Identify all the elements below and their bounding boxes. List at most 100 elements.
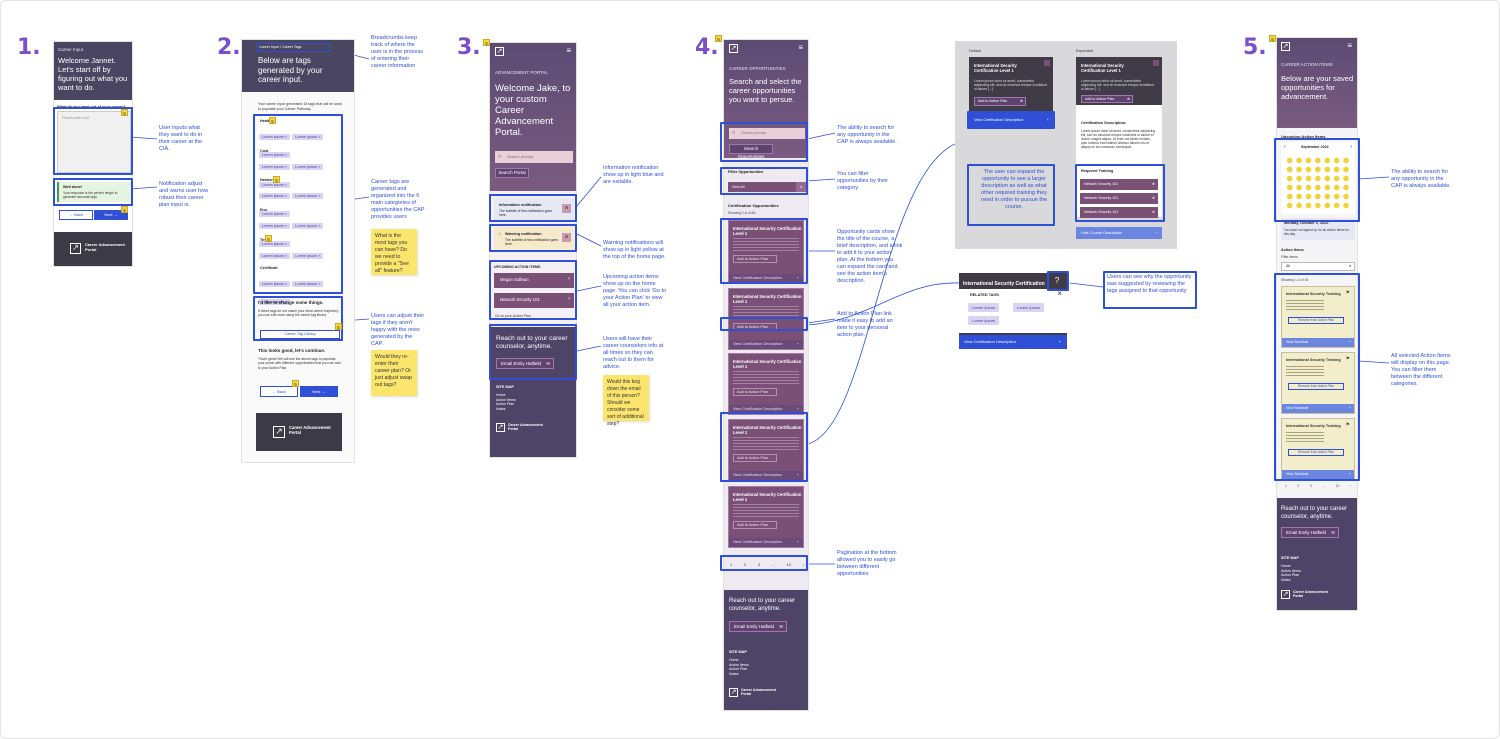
sitemap-link[interactable]: Action Items	[496, 397, 516, 402]
page-link[interactable]: 1	[1285, 484, 1287, 488]
close-icon[interactable]: ×	[562, 233, 571, 242]
tag-chip[interactable]: Lorem ipsum ×	[259, 211, 291, 217]
hamburger-menu-icon[interactable]: ≡	[1347, 41, 1352, 50]
calendar-day-grid[interactable]	[1285, 156, 1351, 210]
view-certification-description-button[interactable]: View Certification Description+	[729, 538, 803, 547]
view-certification-description-button[interactable]: View Certification Description+	[969, 113, 1053, 127]
tag-chip[interactable]: Lorem ipsum ×	[259, 241, 291, 247]
tag-chip[interactable]: Lorem ipsum ×	[259, 299, 291, 305]
next-page-icon[interactable]: ›	[1349, 484, 1351, 488]
add-to-action-plan-link[interactable]: Add to Action Plan	[733, 454, 777, 462]
page-link[interactable]: 1	[730, 563, 733, 567]
tag-chip[interactable]: Lorem ipsum ×	[259, 253, 291, 259]
add-to-action-plan-link[interactable]: Add to Action Plan	[733, 388, 777, 396]
close-icon[interactable]: ×	[1057, 289, 1062, 298]
go-to-action-plan-link[interactable]: Go to your Action Plan	[495, 314, 531, 318]
related-tag-chip[interactable]: Lorem ipsum	[1013, 303, 1045, 312]
view-certification-description-button[interactable]: View Certification Description+	[959, 335, 1067, 349]
page-link[interactable]: 10	[1335, 484, 1340, 488]
add-to-action-plan-button[interactable]: Add to Action Plan⊕	[974, 97, 1026, 106]
comment-pin[interactable]: 5	[121, 206, 128, 213]
sitemap-link[interactable]: Action Plan	[496, 402, 515, 407]
view-schedule-button[interactable]: View Schedule+	[1282, 470, 1354, 479]
search-input[interactable]: ⌕ Search prompt	[495, 151, 573, 163]
tag-chip[interactable]: Lorem ipsum ×	[292, 223, 324, 229]
add-to-action-plan-button[interactable]: Add to Action Plan⊕	[1081, 95, 1133, 103]
next-button[interactable]: Next →	[300, 386, 338, 397]
email-counselor-button[interactable]: Email Emily Hatfield✉	[729, 621, 787, 632]
related-tag-chip[interactable]: Lorem ipsum	[968, 303, 1000, 312]
comment-pin[interactable]: 5	[121, 109, 128, 116]
view-certification-description-button[interactable]: View Certification Description+	[729, 405, 803, 414]
back-button[interactable]: ← Back	[260, 386, 298, 397]
tag-chip[interactable]: Lorem ipsum ×	[259, 223, 291, 229]
filter-select[interactable]: All▾	[1281, 262, 1355, 271]
add-to-action-plan-link[interactable]: Add to Action Plan	[733, 323, 777, 331]
tag-chip[interactable]: Lorem ipsum ×	[259, 193, 291, 199]
upcoming-item[interactable]: Megan Sullivan ›	[494, 273, 574, 288]
career-input-textarea[interactable]: Placeholder text	[57, 111, 131, 173]
add-to-action-plan-link[interactable]: Add to Action Plan	[733, 521, 777, 529]
page-link[interactable]: 2	[1297, 484, 1300, 488]
view-schedule-button[interactable]: View Schedule+	[1282, 404, 1354, 413]
sitemap-link[interactable]: Action Items	[729, 662, 749, 667]
search-portal-button[interactable]: Search Portal	[495, 168, 529, 178]
tag-chip[interactable]: Lorem ipsum ×	[292, 134, 324, 140]
close-icon[interactable]: ×	[562, 204, 571, 213]
hide-course-description-button[interactable]: Hide Course Description−	[1076, 227, 1162, 239]
comment-pin[interactable]: 5	[269, 117, 276, 124]
view-certification-description-button[interactable]: View Certification Description+	[729, 471, 803, 480]
tag-chip[interactable]: Lorem ipsum ×	[259, 182, 291, 188]
comment-pin[interactable]: 5	[483, 39, 490, 46]
hamburger-menu-icon[interactable]: ≡	[566, 46, 571, 55]
career-tag-library-button[interactable]: Career Tag Library	[260, 330, 340, 339]
sitemap-link[interactable]: Action Items	[1281, 568, 1301, 573]
view-certification-description-button[interactable]: View Certification Description+	[729, 274, 803, 283]
related-tag-chip[interactable]: Lorem ipsum	[968, 316, 1000, 325]
filter-select[interactable]: View All ▾	[728, 182, 806, 192]
search-input[interactable]: ⌕ Search prompt	[729, 128, 805, 139]
tag-chip[interactable]: Lorem ipsum ×	[259, 281, 291, 287]
page-link[interactable]: 2	[743, 563, 747, 567]
tag-chip[interactable]: Lorem ipsum ×	[292, 164, 324, 170]
tag-chip[interactable]: Lorem ipsum ×	[292, 281, 324, 287]
page-link[interactable]: 10	[786, 563, 791, 567]
next-page-icon[interactable]: ›	[802, 563, 804, 567]
sitemap-link[interactable]: Notes	[496, 406, 506, 411]
comment-pin[interactable]: 5	[265, 235, 272, 242]
remove-from-action-plan-button[interactable]: Remove from Action Plan	[1288, 317, 1344, 324]
sitemap-link[interactable]: Home	[729, 658, 739, 662]
comment-pin[interactable]: 5	[715, 35, 722, 42]
remove-from-action-plan-button[interactable]: Remove from Action Plan	[1288, 449, 1344, 456]
email-counselor-button[interactable]: Email Emily Hatfield✉	[496, 358, 554, 369]
add-to-action-plan-link[interactable]: Add to Action Plan	[733, 255, 777, 263]
search-opportunities-button[interactable]: Search Opportunities	[729, 144, 773, 159]
sitemap-link[interactable]: Action Plan	[1281, 573, 1300, 578]
sitemap-link[interactable]: Notes	[1281, 577, 1291, 582]
chevron-right-icon[interactable]: ›	[1350, 144, 1352, 150]
tag-chip[interactable]: Lorem ipsum ×	[259, 164, 291, 170]
required-training-item[interactable]: Network Security 101⊕	[1080, 179, 1158, 190]
required-training-item[interactable]: Network Security 101⊕	[1080, 207, 1158, 218]
tag-chip[interactable]: Lorem ipsum ×	[259, 134, 291, 140]
sitemap-link[interactable]: Notes	[729, 671, 739, 676]
hamburger-menu-icon[interactable]: ≡	[798, 43, 803, 52]
upcoming-item[interactable]: Network Security 101 ›	[494, 293, 574, 308]
required-training-item[interactable]: Network Security 101⊕	[1080, 193, 1158, 204]
comment-pin[interactable]: 5	[335, 323, 342, 330]
sitemap-link[interactable]: Action Plan	[729, 667, 748, 672]
tag-info-icon[interactable]: ?	[1051, 275, 1063, 287]
remove-from-action-plan-button[interactable]: Remove from Action Plan	[1288, 383, 1344, 390]
sitemap-link[interactable]: Home	[1281, 564, 1291, 568]
comment-pin[interactable]: 5	[273, 176, 280, 183]
comment-pin[interactable]: 5	[1269, 35, 1276, 42]
tag-chip[interactable]: Lorem ipsum ×	[292, 253, 324, 259]
back-button[interactable]: ← Back	[59, 210, 93, 220]
page-link[interactable]: 3	[1309, 484, 1312, 488]
view-certification-description-button[interactable]: View Certification Description+	[729, 340, 803, 349]
view-schedule-button[interactable]: View Schedule+	[1282, 338, 1354, 347]
comment-pin[interactable]: 5	[292, 380, 299, 387]
breadcrumb[interactable]: Career Input / Career Tags	[256, 43, 330, 52]
tag-chip[interactable]: Lorem ipsum ×	[259, 152, 291, 158]
sitemap-link[interactable]: Home	[496, 393, 506, 397]
